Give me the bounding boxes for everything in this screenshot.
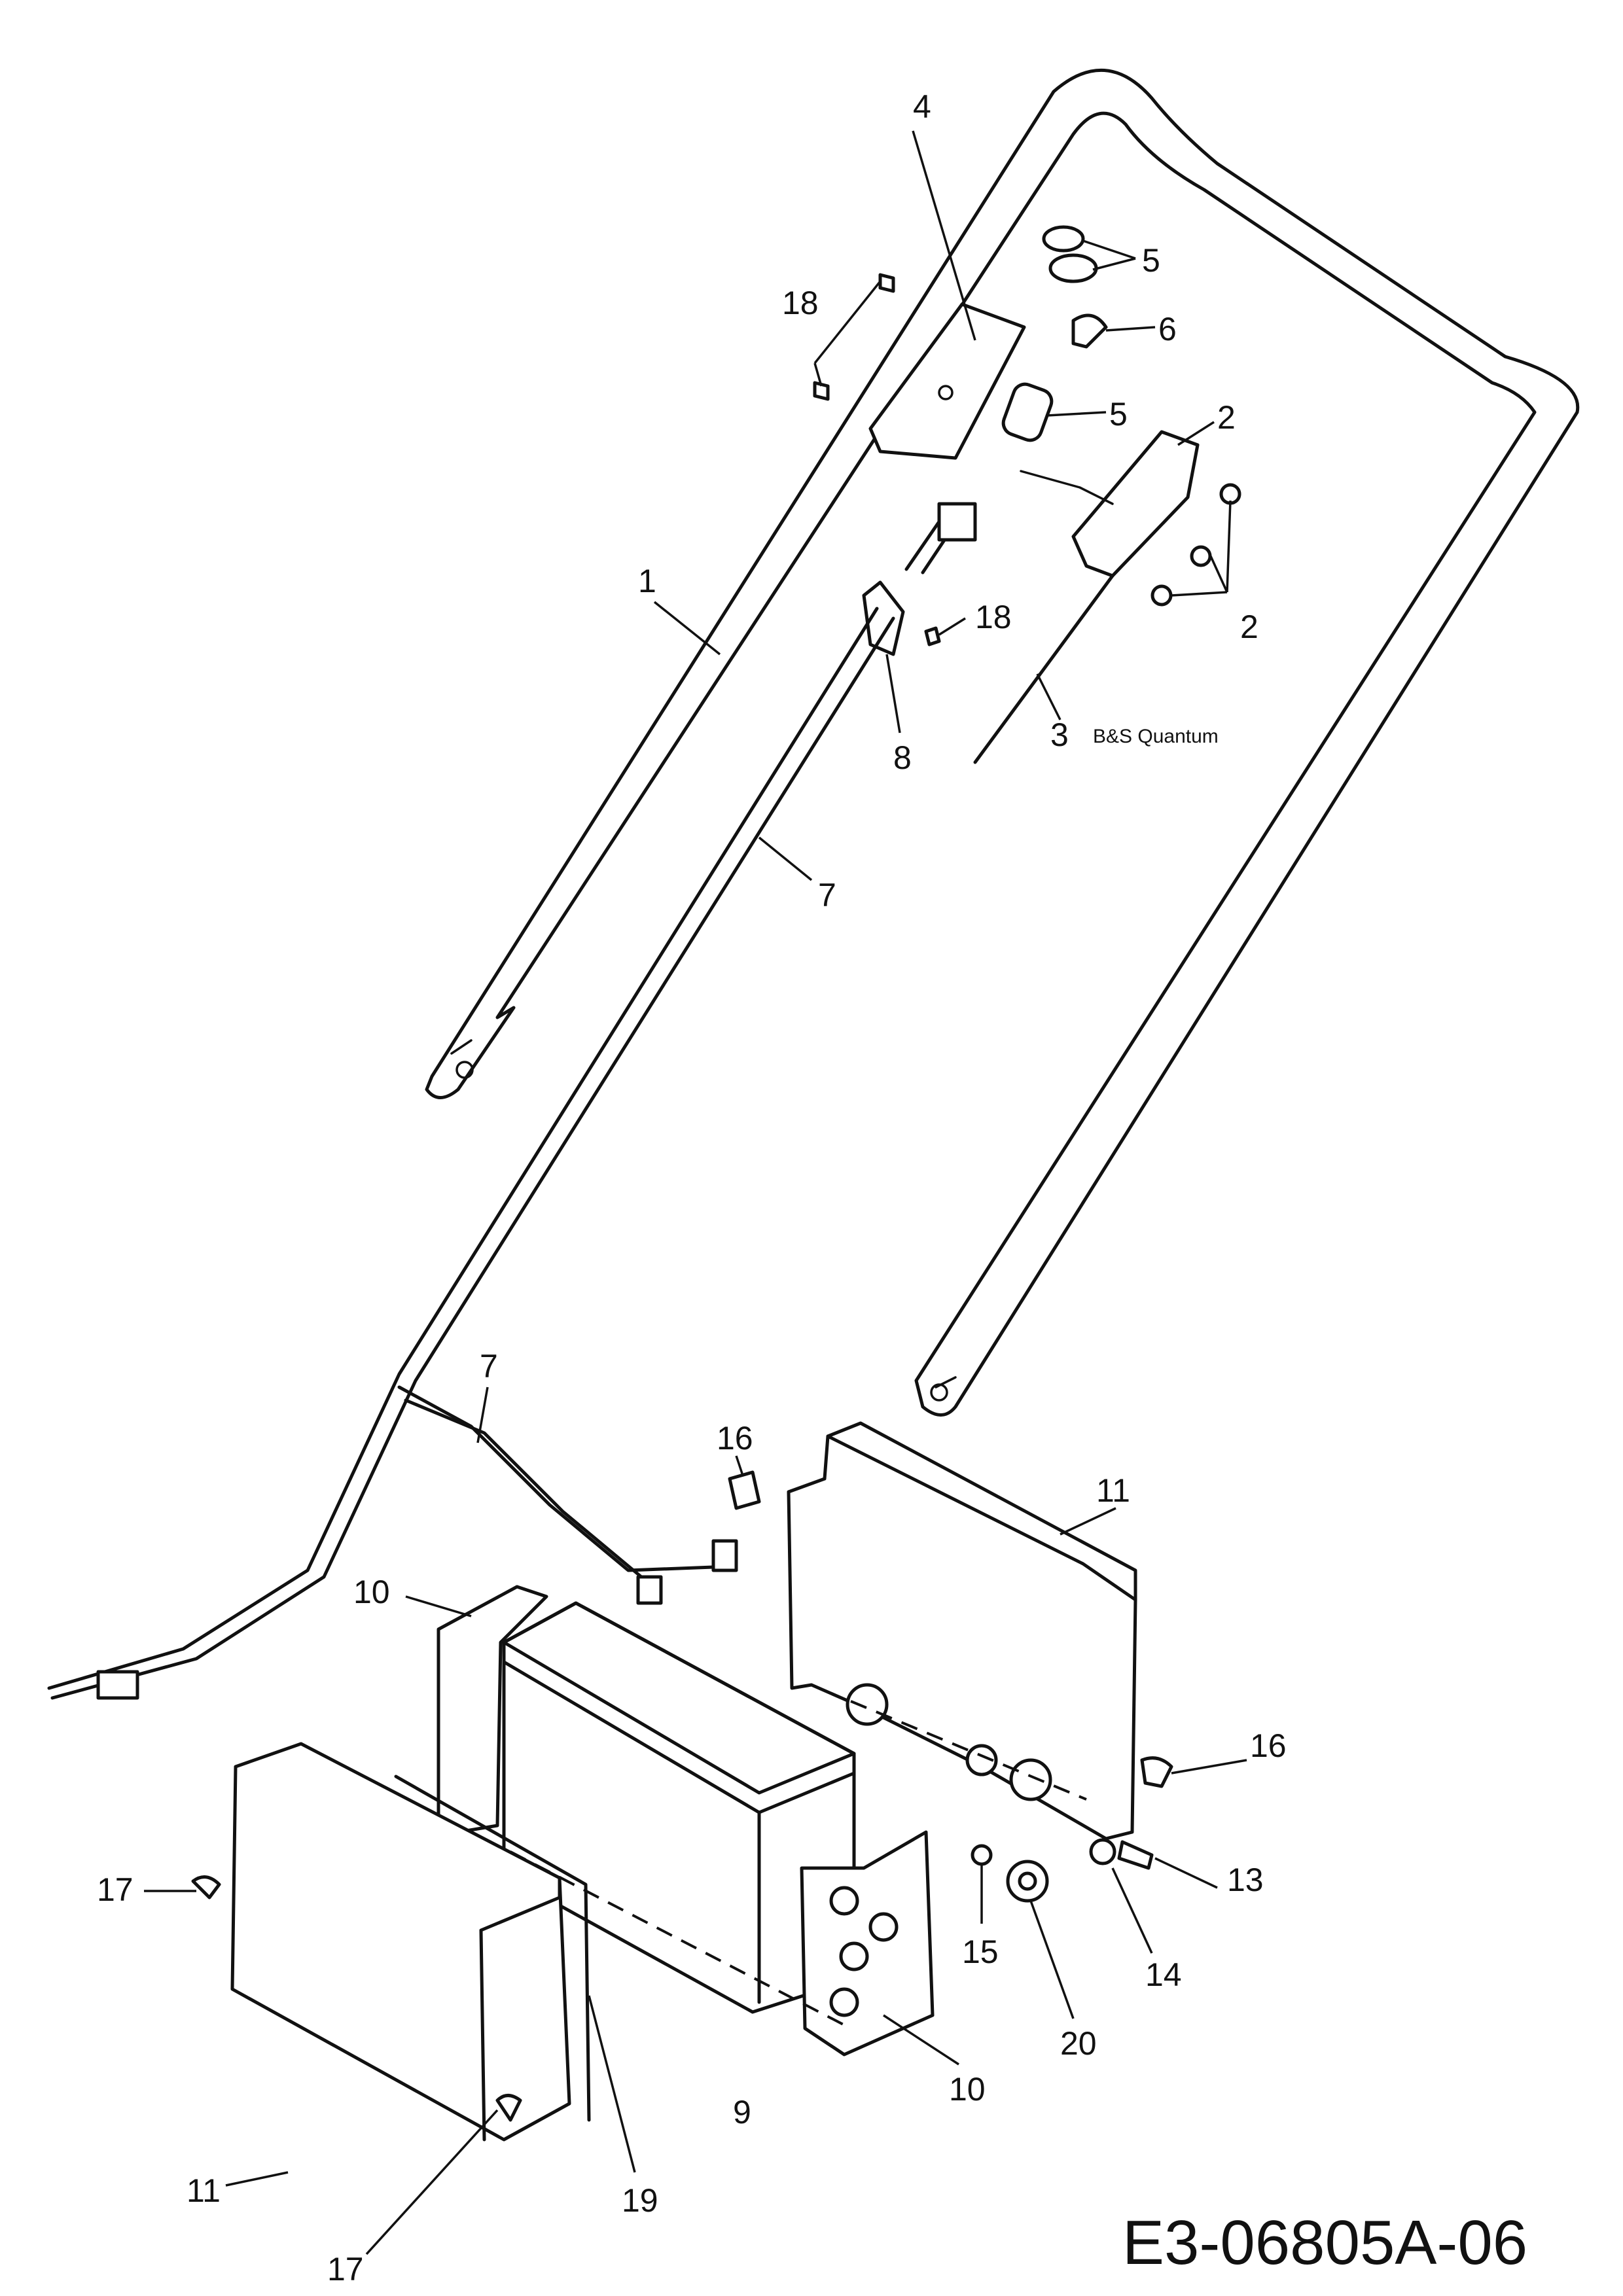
holder-right-part-10	[800, 1830, 935, 2057]
callout-16a: 16	[717, 1420, 753, 1457]
callout-8: 8	[893, 739, 912, 776]
cable-harness-part-7	[47, 607, 895, 1700]
callout-6: 6	[1158, 311, 1177, 347]
callout-15: 15	[962, 1934, 999, 1970]
handle-part-1	[425, 69, 1580, 1417]
drawing-code: E3-06805A-06	[1122, 2208, 1527, 2278]
clips-parts-5-6	[1001, 225, 1108, 442]
callout-17b: 17	[327, 2251, 364, 2287]
battery-part-9	[502, 1601, 856, 2014]
callout-14: 14	[1145, 1956, 1182, 1993]
switch-part-8	[862, 502, 977, 656]
alignment-line	[510, 1850, 851, 2030]
callout-17a: 17	[97, 1871, 134, 1908]
callout-18b: 18	[975, 599, 1012, 635]
callout-7a: 7	[818, 877, 836, 913]
callout-18a: 18	[782, 285, 819, 321]
callout-10b: 10	[949, 2071, 986, 2108]
leader-lines	[144, 130, 1247, 2255]
throttle-lever-part-2	[973, 430, 1241, 764]
callout-9: 9	[733, 2094, 751, 2130]
callout-3: 3	[1050, 716, 1069, 753]
battery-cover-rear-part-11	[787, 1421, 1137, 1841]
callout-11a: 11	[1096, 1472, 1130, 1509]
callout-2a: 2	[1217, 399, 1236, 436]
callout-5a: 5	[1142, 242, 1160, 279]
callout-13: 13	[1227, 1862, 1264, 1898]
callout-1: 1	[638, 563, 656, 599]
engine-note: B&S Quantum	[1093, 726, 1219, 747]
callout-10a: 10	[353, 1574, 390, 1610]
callout-labels: 1 4 5 6 5 2 2 18 18 3 B&S Quantum 8 7 7 …	[97, 88, 1527, 2287]
callout-11b: 11	[187, 2172, 221, 2209]
hardware-small-parts	[191, 1470, 1173, 2122]
callout-20: 20	[1060, 2025, 1097, 2062]
battery-cover-front-part-11	[230, 1742, 591, 2142]
callout-2b: 2	[1240, 609, 1258, 645]
alignment-line-2	[850, 1700, 1087, 1801]
callout-5b: 5	[1109, 396, 1128, 433]
callout-19: 19	[622, 2182, 658, 2219]
callout-4: 4	[913, 88, 931, 125]
screws-part-18	[813, 273, 941, 646]
callout-16b: 16	[1250, 1727, 1287, 1764]
callout-7b: 7	[480, 1348, 498, 1385]
bracket-part-4	[868, 302, 1026, 460]
